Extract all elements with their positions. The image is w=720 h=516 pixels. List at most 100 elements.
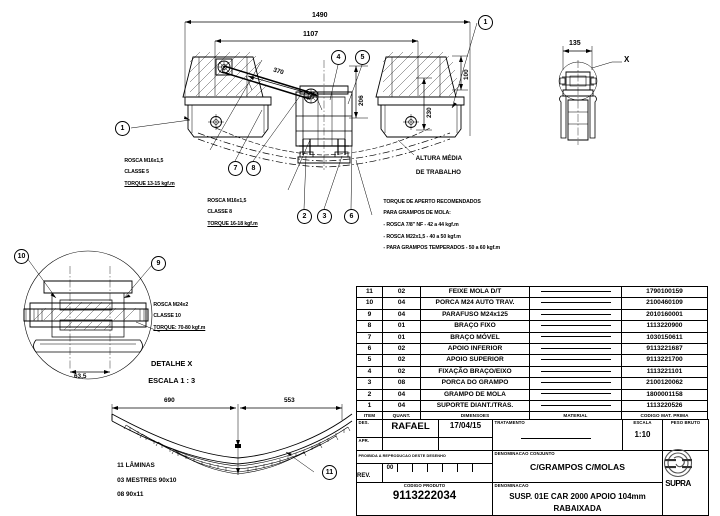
balloon-7: 7 xyxy=(228,161,243,176)
scale-label: ESCALA xyxy=(633,420,652,426)
bom-cell-description: APOIO INFERIOR xyxy=(420,343,530,356)
bom-cell-description: PARAFUSO M24x125 xyxy=(420,308,530,322)
bom-cell-quantity: 02 xyxy=(382,365,421,379)
bom-cell-material xyxy=(529,400,622,413)
weight-label: PESO BRUTO xyxy=(670,420,701,426)
balloon-6: 6 xyxy=(344,209,359,224)
assembly-label: DENOMINACAO CONJUNTO xyxy=(494,451,555,457)
cell-rev-label: REV. xyxy=(356,463,383,484)
note-front-bracket: ROSCA M16x1,5 CLASSE 5 TORQUE 13-15 kgf.… xyxy=(119,153,175,194)
bom-cell-code: 1113220526 xyxy=(621,400,708,413)
bom-cell-description: FEIXE MOLA D/T xyxy=(420,285,530,299)
bom-cell-item: 6 xyxy=(356,343,383,356)
dim-arm-206: 206 xyxy=(358,95,365,106)
bom-cell-material xyxy=(529,377,622,390)
note-clamp-line1: TORQUE DE APERTO RECOMENDADOS xyxy=(383,198,481,205)
drawing-sheet: 1490 1107 370 100 230 206 135 63,5 690 5… xyxy=(14,12,709,516)
bom-cell-item: 10 xyxy=(356,297,383,310)
bom-cell-material xyxy=(529,343,622,356)
treatment-value xyxy=(521,437,591,439)
bom-cell-item: 1 xyxy=(356,400,383,413)
balloon-9: 9 xyxy=(151,256,166,271)
dim-spring-690: 690 xyxy=(164,397,175,404)
bom-cell-code: 9113221700 xyxy=(621,354,708,367)
bom-cell-description: PORCA M24 AUTO TRAV. xyxy=(420,297,530,310)
denomination-label: DENOMINACAO xyxy=(494,483,529,489)
cell-apr-value xyxy=(382,437,439,452)
note-front-line3: TORQUE 13-15 kgf.m xyxy=(124,181,175,188)
detail-title-line1: DETALHE X xyxy=(151,359,193,369)
logo-spiral-icon xyxy=(663,448,693,478)
bom-cell-description: BRAÇO MÓVEL xyxy=(420,331,530,345)
copyright-notice: PROIBIDA A REPRODUCAO DESTE DESENHO xyxy=(358,454,446,459)
des-value: RAFAEL xyxy=(391,421,430,433)
leaf-spec-line1: 11 LÂMINAS xyxy=(117,462,155,470)
balloon-5: 5 xyxy=(355,50,370,65)
note-clamp-line4: - ROSCA M22x1,5 - 40 a 50 kgf.m xyxy=(383,233,461,240)
bom-cell-quantity: 01 xyxy=(382,331,421,345)
balloon-2: 2 xyxy=(297,209,312,224)
bom-cell-quantity: 02 xyxy=(382,285,421,299)
note-detail-thread: ROSCA M24x2 CLASSE 10 TORQUE: 70-80 kgf.… xyxy=(148,297,205,338)
balloon-1: 1 xyxy=(115,121,130,136)
dim-work-230: 230 xyxy=(426,107,433,118)
cell-scale: ESCALA 1:10 xyxy=(622,419,663,452)
cell-date-value: 17/04/15 xyxy=(438,419,493,439)
bom-cell-material xyxy=(529,297,622,310)
bom-cell-description: BRAÇO FIXO xyxy=(420,320,530,333)
bom-cell-description: SUPORTE DIANT./TRAS. xyxy=(420,400,530,413)
bom-cell-item: 7 xyxy=(356,331,383,345)
bom-cell-item: 8 xyxy=(356,320,383,333)
dim-spring-553: 553 xyxy=(284,397,295,404)
cell-copyright: PROIBIDA A REPRODUCAO DESTE DESENHO xyxy=(356,450,493,465)
cell-rev-values: 00 xyxy=(382,463,493,484)
bom-cell-code: 1113220900 xyxy=(621,320,708,333)
bom-cell-item: 2 xyxy=(356,388,383,402)
note-work-line1: ALTURA MÉDIA xyxy=(415,154,463,162)
rev-slot-4 xyxy=(428,464,443,473)
title-row-designer: DES. RAFAEL 17/04/15 TRATAMENTO ESCALA 1… xyxy=(356,419,709,452)
section-marker-x: X xyxy=(624,55,630,64)
bom-cell-item: 5 xyxy=(356,354,383,367)
cell-des-value: RAFAEL xyxy=(382,419,439,439)
bom-cell-item: 3 xyxy=(356,377,383,390)
note-detail-line3: TORQUE: 70-80 kgf.m xyxy=(153,325,206,332)
bom-cell-material xyxy=(529,308,622,322)
rev-value: 00 xyxy=(383,464,398,473)
apr-label: APR. xyxy=(358,438,370,444)
dim-overall-1490: 1490 xyxy=(312,12,328,19)
leaf-spec-line2: 03 MESTRES 90x10 xyxy=(117,476,177,484)
bom-cell-quantity: 02 xyxy=(382,343,421,356)
cell-weight: PESO BRUTO xyxy=(662,419,709,452)
bom-cell-code: 1800001158 xyxy=(621,388,708,402)
rev-slot-2 xyxy=(398,464,413,473)
rev-slot-3 xyxy=(413,464,428,473)
detail-title: DETALHE X ESCALA 1 : 3 xyxy=(140,352,195,393)
balloon-10: 10 xyxy=(14,249,29,264)
bom-cell-material xyxy=(529,320,622,333)
bom-cell-code: 1113221101 xyxy=(621,365,708,379)
note-rear-line1: ROSCA M16x1,5 xyxy=(207,197,247,204)
detail-title-line2: ESCALA 1 : 3 xyxy=(148,375,196,385)
bom-cell-material xyxy=(529,388,622,402)
logo-wordmark: SUPRA xyxy=(665,479,691,488)
bom-cell-material xyxy=(529,331,622,345)
bom-cell-description: APOIO SUPERIOR xyxy=(420,354,530,367)
dim-detail-635: 63,5 xyxy=(74,373,87,380)
bom-cell-quantity: 02 xyxy=(382,354,421,367)
cell-apr-label: APR. xyxy=(356,437,383,452)
balloon-4: 4 xyxy=(331,50,346,65)
cell-assembly: DENOMINACAO CONJUNTO C/GRAMPOS C/MOLAS xyxy=(492,450,663,484)
bom-cell-quantity: 01 xyxy=(382,320,421,333)
bom-cell-item: 4 xyxy=(356,365,383,379)
date-value: 17/04/15 xyxy=(449,421,482,431)
